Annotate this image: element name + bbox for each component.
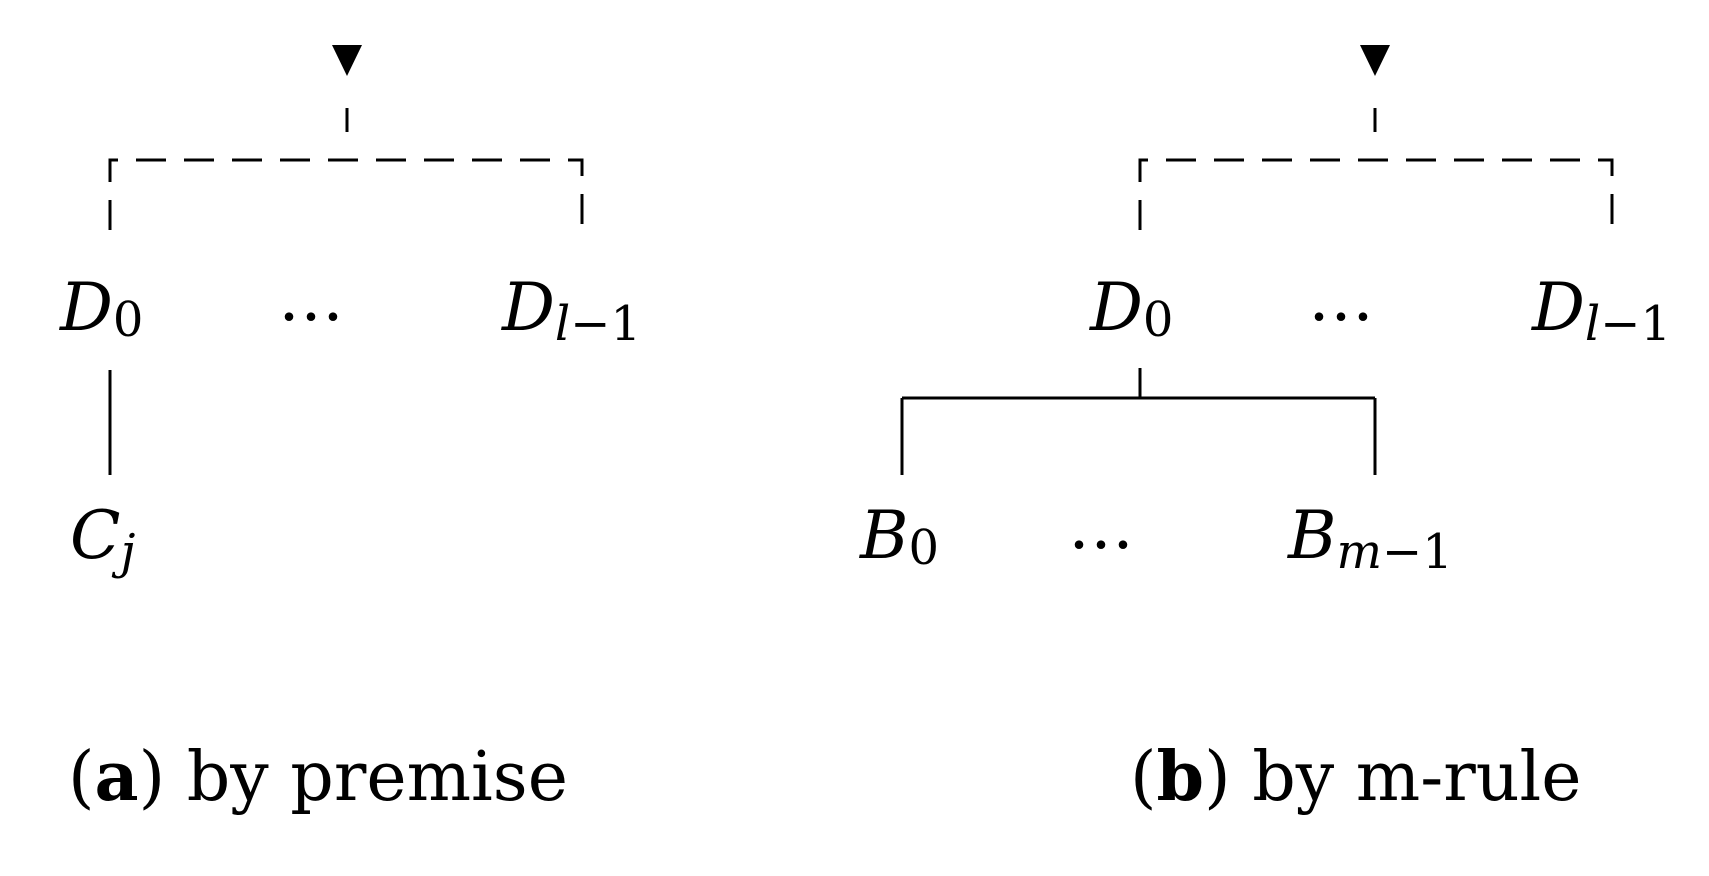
dashed-bracket bbox=[1138, 158, 1614, 230]
panel-a: D0 … Dl−1 Cj (a) by premise bbox=[59, 45, 641, 817]
node-d0: D0 bbox=[1089, 269, 1173, 348]
ellipsis: … bbox=[278, 259, 344, 336]
node-d-last: Dl−1 bbox=[1531, 269, 1671, 352]
down-triangle-icon bbox=[1360, 45, 1390, 76]
branch-d0-bs bbox=[900, 368, 1377, 475]
dashed-bracket bbox=[108, 158, 584, 230]
caption-a: (a) by premise bbox=[68, 737, 568, 817]
panel-b: D0 … Dl−1 B0 … Bm−1 (b) by m-rule bbox=[859, 45, 1671, 817]
ellipsis: … bbox=[1308, 259, 1374, 336]
ellipsis: … bbox=[1068, 487, 1134, 564]
node-b0: B0 bbox=[859, 497, 939, 576]
node-b-last: Bm−1 bbox=[1287, 497, 1453, 580]
node-d-last: Dl−1 bbox=[501, 269, 641, 352]
node-d0: D0 bbox=[59, 269, 143, 348]
node-cj: Cj bbox=[70, 497, 136, 580]
down-triangle-icon bbox=[332, 45, 362, 76]
caption-b: (b) by m-rule bbox=[1130, 737, 1582, 817]
